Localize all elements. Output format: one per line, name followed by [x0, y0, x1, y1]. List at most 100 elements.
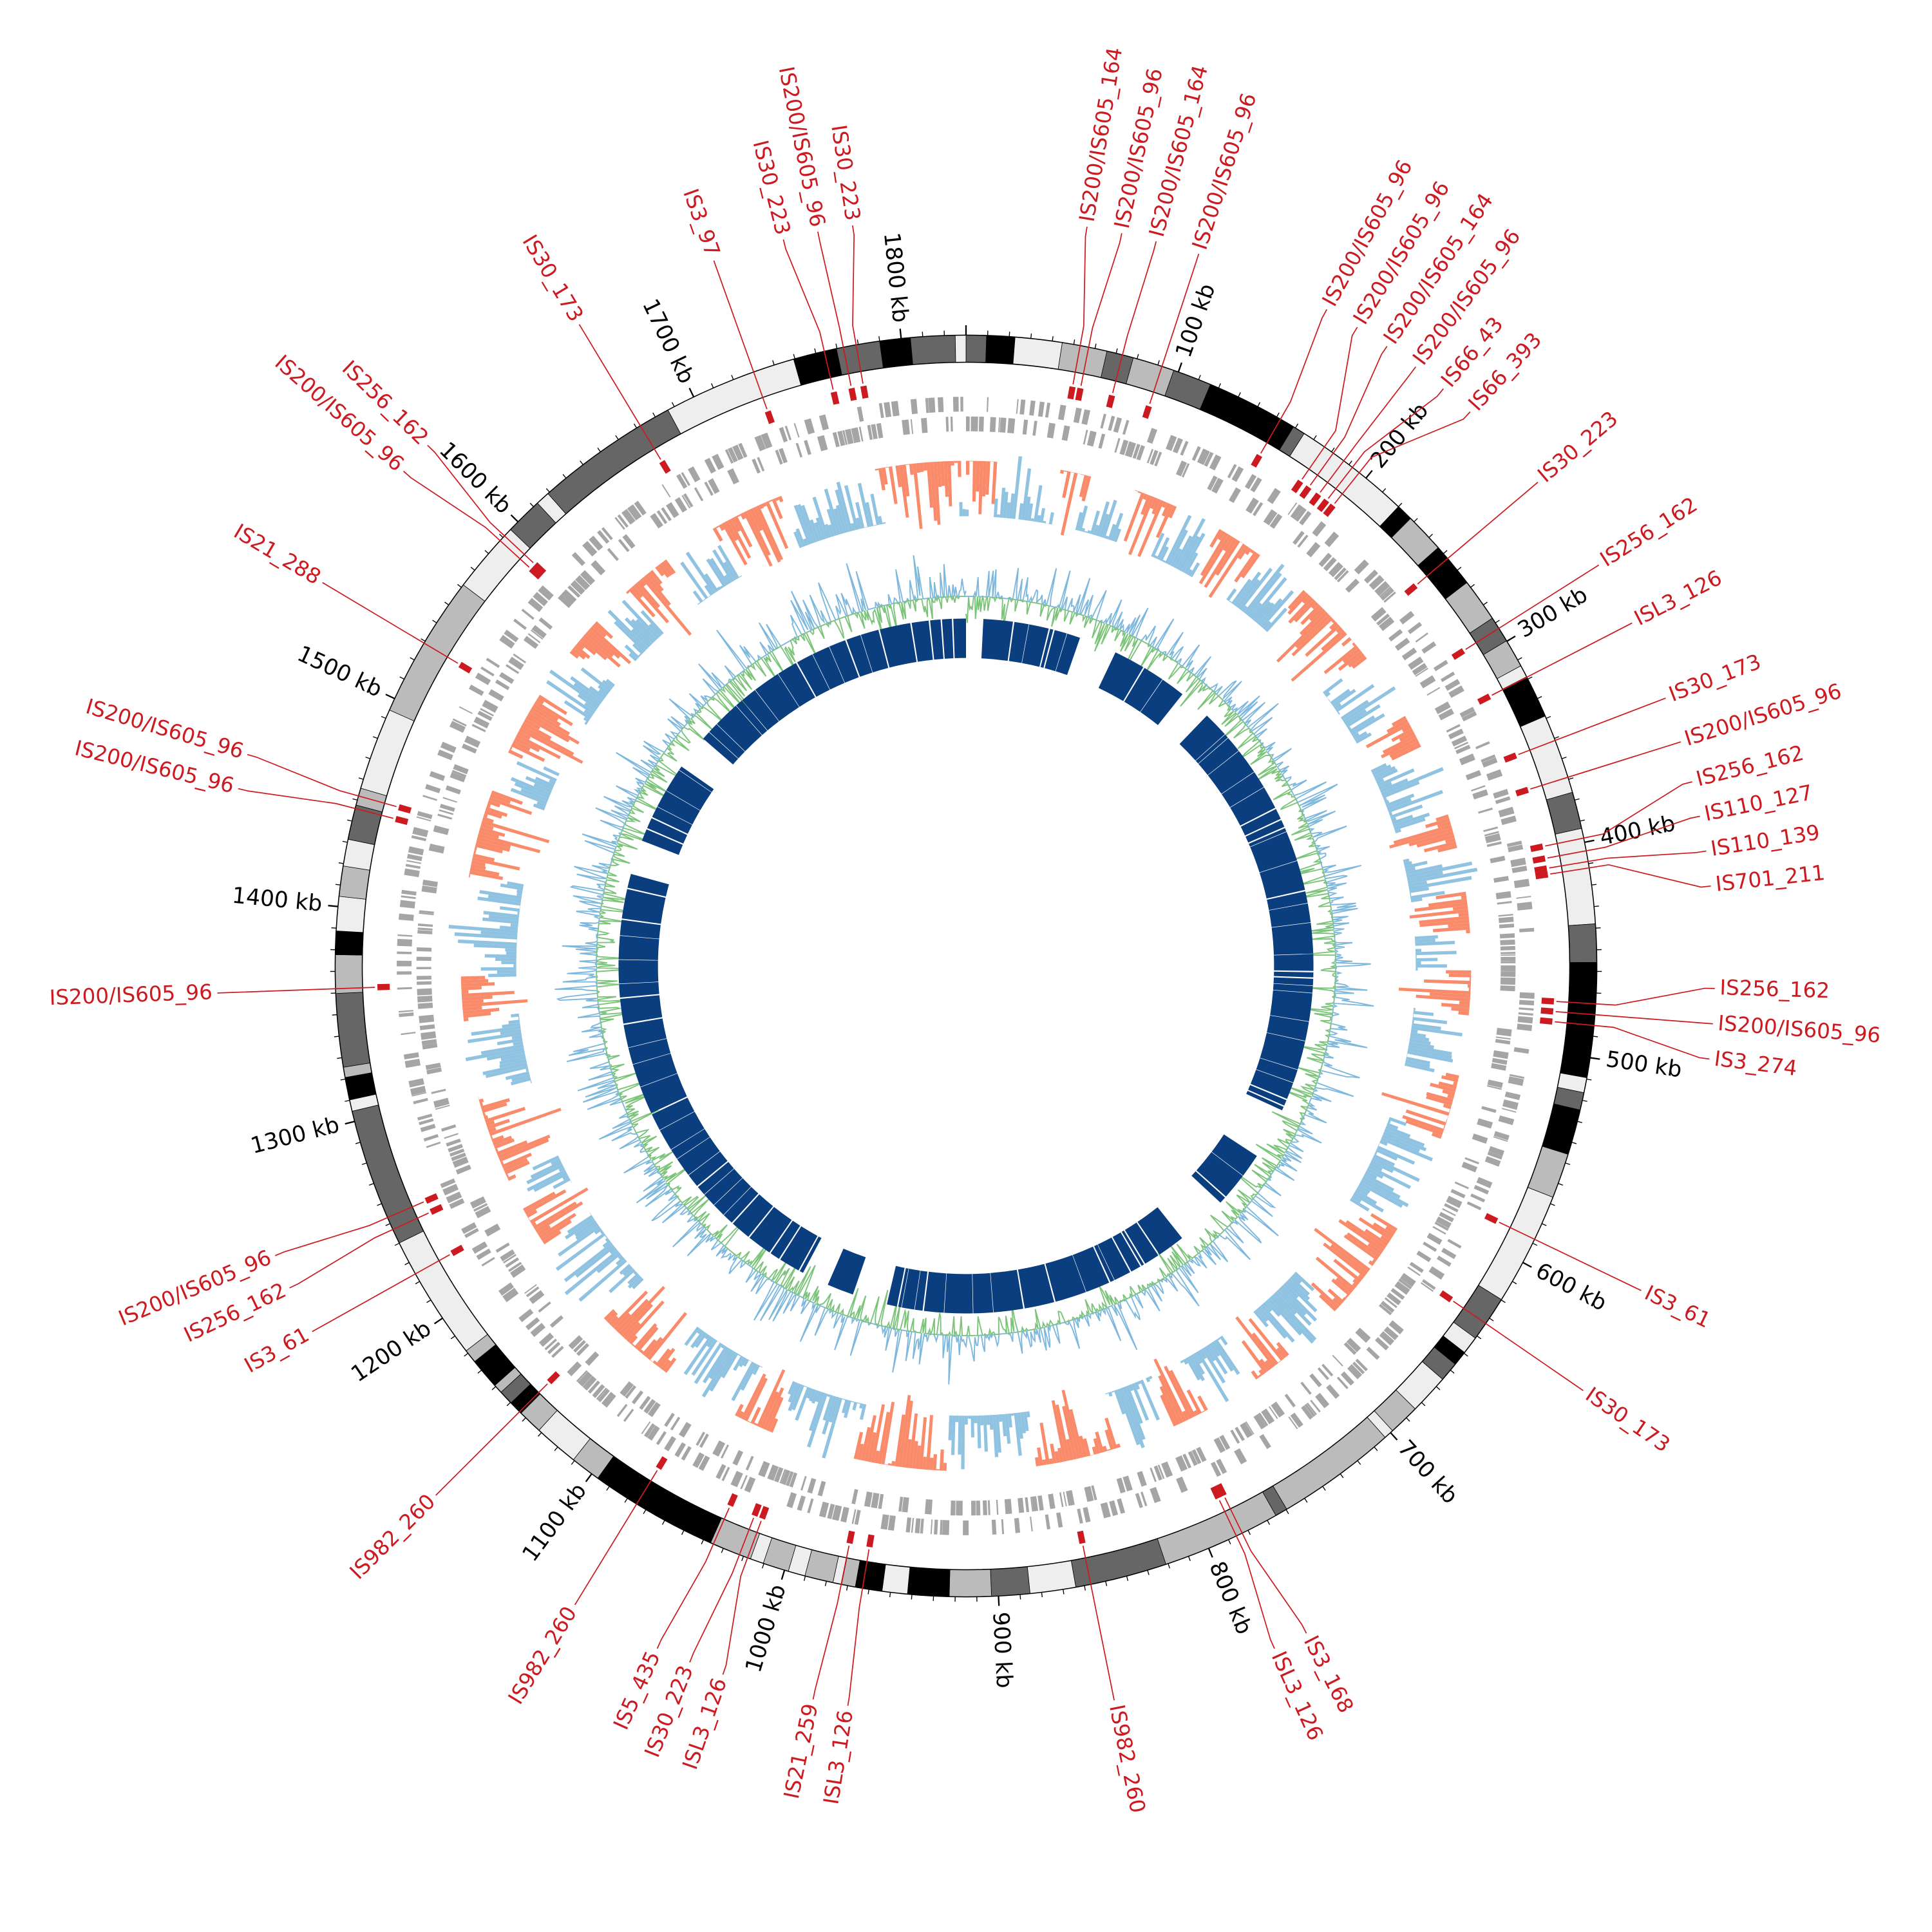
- histogram-bar-positive: [1323, 1242, 1367, 1278]
- histogram-bar-negative: [1159, 546, 1169, 562]
- histogram-bar-positive: [538, 694, 567, 715]
- block-segment: [1045, 630, 1067, 672]
- gene-feature: [412, 1092, 426, 1097]
- is-leader-line: [1530, 741, 1681, 790]
- major-tick: [1208, 1548, 1213, 1558]
- histogram-bar-positive: [639, 1349, 644, 1354]
- histogram-bar-negative: [558, 1225, 600, 1257]
- histogram-bar-positive: [1351, 639, 1354, 643]
- gene-feature: [1412, 663, 1428, 676]
- histogram-bar-positive: [741, 1373, 766, 1420]
- histogram-bar-positive: [743, 511, 773, 567]
- histogram-bar-negative: [1408, 1044, 1452, 1056]
- histogram-bar-positive: [930, 462, 938, 521]
- histogram-bar-positive: [954, 460, 958, 463]
- histogram-bar-negative: [1378, 781, 1392, 790]
- histogram-bar-negative: [1412, 1019, 1414, 1024]
- histogram-bar-negative: [967, 1416, 971, 1419]
- gene-feature: [1438, 708, 1454, 721]
- gene-feature: [549, 1315, 564, 1328]
- ideogram-band: [965, 335, 987, 363]
- is-element-mark: [759, 1506, 770, 1520]
- block-segment: [911, 620, 933, 662]
- gene-feature: [692, 1452, 705, 1468]
- histogram-bar-positive: [1250, 549, 1255, 554]
- histogram-bar-negative: [1411, 1026, 1463, 1037]
- block-segment: [723, 1186, 759, 1223]
- gene-feature: [925, 1499, 933, 1515]
- histogram-bar-positive: [1248, 1318, 1284, 1361]
- gene-feature: [656, 510, 668, 524]
- gene-feature: [1409, 1262, 1424, 1273]
- histogram-bar-positive: [1102, 1445, 1108, 1452]
- gene-feature: [998, 417, 1001, 433]
- gene-feature: [1451, 735, 1468, 747]
- histogram-bar-negative: [1366, 1168, 1384, 1179]
- gene-feature: [712, 1440, 726, 1457]
- gene-feature: [1209, 454, 1222, 471]
- histogram-bar-negative: [1280, 1285, 1318, 1322]
- gene-feature: [1213, 1437, 1226, 1454]
- gene-feature: [819, 414, 829, 431]
- histogram-bar-positive: [462, 1007, 500, 1015]
- histogram-bar-negative: [800, 504, 817, 543]
- gene-feature: [1191, 1449, 1202, 1464]
- gene-feature: [1501, 965, 1516, 972]
- histogram-bar-negative: [1162, 560, 1166, 563]
- histogram-bar-positive: [538, 1213, 576, 1239]
- minor-tick: [415, 1281, 420, 1285]
- gene-feature: [1506, 840, 1522, 848]
- histogram-bar-negative: [516, 893, 522, 897]
- gene-feature: [410, 1086, 426, 1095]
- gene-feature: [417, 988, 432, 996]
- histogram-bar-negative: [743, 1358, 750, 1367]
- histogram-bar-negative: [1370, 763, 1387, 773]
- histogram-bar-positive: [479, 1102, 484, 1106]
- gene-feature: [1231, 466, 1244, 482]
- histogram-bar-negative: [507, 881, 524, 887]
- gene-feature: [618, 538, 630, 553]
- histogram-bar-negative: [1413, 1007, 1416, 1011]
- histogram-bar-negative: [517, 911, 520, 915]
- histogram-bar-positive: [529, 1187, 589, 1224]
- gene-feature: [1136, 445, 1145, 460]
- histogram-bar-negative: [471, 1025, 521, 1036]
- gene-feature: [674, 1442, 687, 1457]
- ideogram-band: [1542, 1103, 1581, 1155]
- gene-feature: [1379, 1303, 1392, 1316]
- gene-feature: [448, 1144, 463, 1153]
- gene-feature: [513, 653, 526, 664]
- histogram-bar-positive: [1398, 987, 1471, 995]
- is-leader-line: [1417, 482, 1539, 585]
- histogram-bar-negative: [1335, 684, 1375, 712]
- gene-feature: [1045, 402, 1050, 418]
- gene-feature: [1300, 1381, 1312, 1395]
- gene-feature: [819, 1501, 829, 1518]
- histogram-bar-negative: [1119, 1387, 1145, 1448]
- histogram-bar-positive: [880, 1401, 895, 1465]
- histogram-bar-positive: [611, 1291, 649, 1329]
- gene-feature: [573, 1340, 586, 1353]
- minor-tick: [1198, 375, 1201, 380]
- histogram-bar-negative: [1378, 1142, 1380, 1146]
- tick-label: 300 kb: [1513, 582, 1592, 643]
- gene-feature: [1086, 430, 1097, 447]
- histogram-bar-negative: [1380, 1137, 1434, 1162]
- gene-feature: [1219, 1435, 1231, 1450]
- minor-tick: [1168, 1563, 1170, 1569]
- is-leader-line: [722, 1520, 762, 1675]
- is-element-mark: [1215, 1482, 1227, 1497]
- gene-feature: [397, 938, 413, 947]
- block-segment: [829, 640, 859, 683]
- gene-feature: [1310, 1399, 1321, 1413]
- minor-tick: [506, 1402, 511, 1406]
- gene-feature: [597, 530, 610, 544]
- ideogram-band: [990, 1566, 1030, 1597]
- minor-tick: [1357, 1460, 1361, 1465]
- histogram-bar-negative: [556, 776, 558, 779]
- histogram-bar-positive: [1197, 1395, 1208, 1412]
- histogram-bar-negative: [1096, 501, 1110, 536]
- histogram-bar-positive: [1438, 1081, 1457, 1090]
- gene-feature: [1019, 399, 1026, 415]
- gene-feature: [422, 795, 437, 801]
